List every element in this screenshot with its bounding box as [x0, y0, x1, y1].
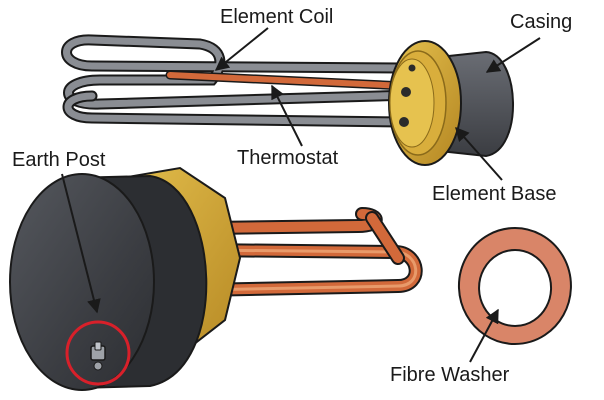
arrow-element-base: [455, 126, 503, 181]
arrow-earth-post: [61, 173, 101, 314]
label-earth-post: Earth Post: [12, 149, 106, 171]
label-element-coil: Element Coil: [220, 6, 334, 28]
label-casing: Casing: [510, 11, 573, 33]
pointer-arrows: [61, 27, 541, 363]
arrow-thermostat: [271, 84, 303, 147]
thermostat-rod: [165, 70, 410, 91]
arrow-fibre-washer: [469, 308, 499, 363]
arrow-casing: [485, 37, 541, 73]
earth-post-highlight-ring: [65, 320, 131, 386]
terminal-holes: [399, 64, 416, 127]
fibre-washer: [458, 227, 572, 345]
label-element-base: Element Base: [432, 183, 557, 205]
large-casing: [9, 173, 208, 391]
copper-element-rods: [193, 207, 423, 297]
earth-post: [90, 341, 106, 371]
label-fibre-washer: Fibre Washer: [390, 364, 510, 386]
top-heater-element: [61, 34, 514, 166]
element-base: [388, 40, 462, 166]
label-thermostat: Thermostat: [237, 147, 339, 169]
arrow-element-coil: [214, 27, 269, 71]
bottom-heater-element: [9, 166, 423, 391]
